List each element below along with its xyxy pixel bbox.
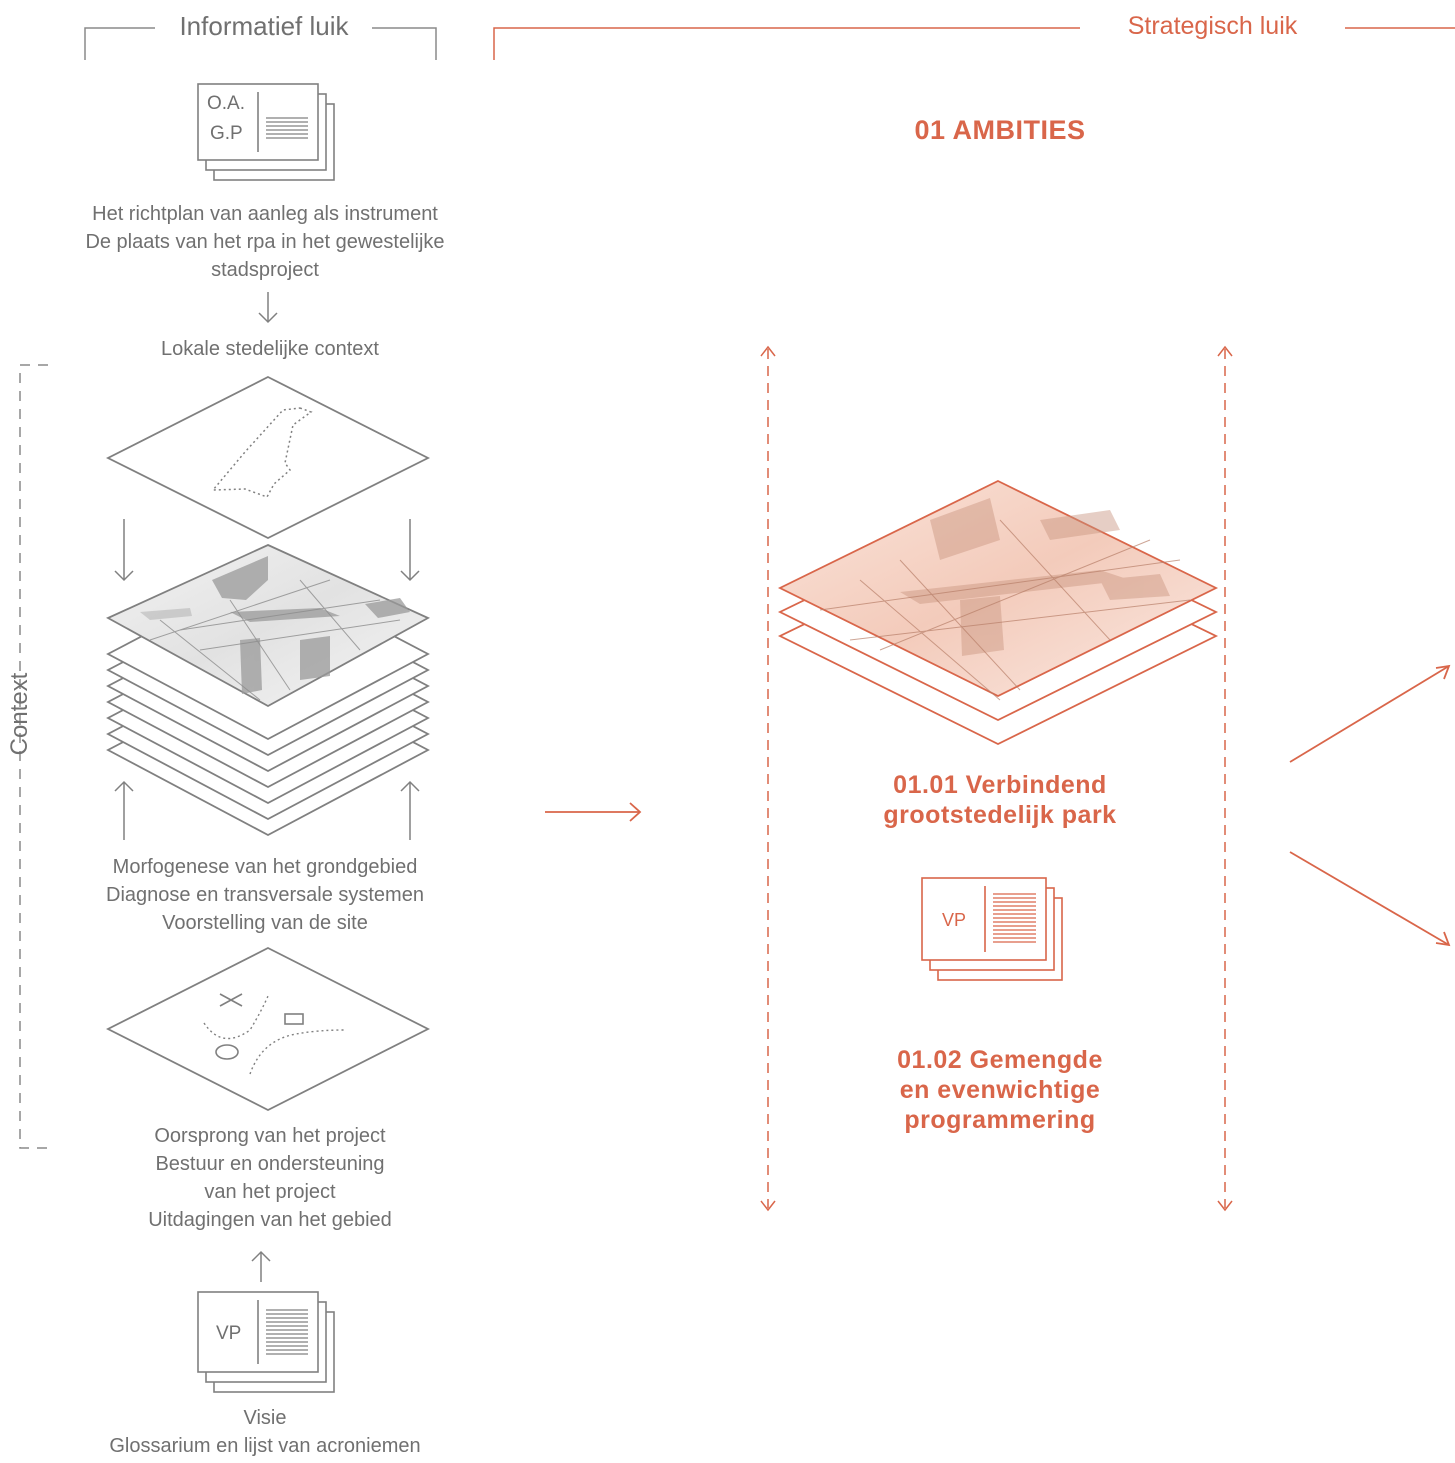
- doc-top-line1: O.A.: [207, 93, 246, 114]
- map-detail-orange: [900, 498, 1170, 656]
- arrow-diagonal-up: [1289, 664, 1451, 763]
- text-line: Diagnose en transversale systemen: [106, 884, 424, 906]
- block-oorsprong: Oorsprong van het project Bestuur en ond…: [60, 1122, 480, 1234]
- text-line: programmering: [904, 1106, 1096, 1134]
- text-line: Morfogenese van het grondgebied: [112, 856, 418, 878]
- block-morfogenese: Morfogenese van het grondgebied Diagnose…: [40, 853, 490, 937]
- document-stack-strategisch: [921, 877, 1063, 981]
- doc-bottom-label: VP: [216, 1323, 242, 1344]
- informatief-header: Informatief luik: [179, 11, 349, 41]
- layer-stack-orange: [777, 479, 1219, 746]
- text-line: De plaats van het rpa in het gewestelijk…: [85, 231, 445, 253]
- map-detail-grey: [140, 556, 410, 694]
- arrow-diagonal-down: [1289, 851, 1451, 947]
- text-line: Glossarium en lijst van acroniemen: [109, 1435, 421, 1457]
- block-instrument: Het richtplan van aanleg als instrument …: [40, 200, 490, 284]
- arrow-down-1: [258, 292, 278, 324]
- context-bracket: [19, 364, 48, 1149]
- layer-stack-grey: [105, 544, 431, 837]
- document-stack-bottom: [197, 1291, 335, 1393]
- arrow-up-bottom: [251, 1250, 271, 1282]
- diamond-sketch-layer: [106, 946, 430, 1112]
- map-roads-grey: [149, 579, 401, 701]
- informatief-header-bracket: [84, 27, 437, 60]
- text-line: 01.02 Gemengde: [897, 1046, 1103, 1074]
- text-line: 01.01 Verbindend: [893, 771, 1107, 799]
- dashed-range-right: [1217, 345, 1233, 1212]
- text-line: en evenwichtige: [899, 1076, 1101, 1104]
- text-line: van het project: [204, 1181, 336, 1203]
- text-line: Bestuur en ondersteuning: [155, 1153, 385, 1175]
- item-gemengde-programmering: 01.02 Gemengde en evenwichtige programme…: [800, 1045, 1200, 1135]
- ambities-title: 01 AMBITIES: [914, 115, 1086, 145]
- doc-strategisch-label: VP: [942, 910, 967, 930]
- arrows-down-side: [114, 519, 420, 582]
- text-line: Uitdagingen van het gebied: [148, 1209, 392, 1231]
- doc-top-line2: G.P: [210, 123, 243, 144]
- text-line: Oorsprong van het project: [154, 1125, 386, 1147]
- dashed-range-left: [760, 345, 776, 1212]
- block-lokale-context: Lokale stedelijke context: [161, 338, 379, 360]
- context-label: Context: [6, 672, 33, 756]
- arrows-up-side: [114, 780, 420, 840]
- text-line: stadsproject: [211, 259, 319, 281]
- diamond-boundary-layer: [105, 375, 431, 540]
- text-line: Het richtplan van aanleg als instrument: [92, 203, 438, 225]
- block-visie: Visie Glossarium en lijst van acroniemen: [40, 1404, 490, 1460]
- text-line: Visie: [243, 1407, 287, 1429]
- arrow-right-center: [545, 802, 642, 822]
- text-line: grootstedelijk park: [883, 801, 1117, 829]
- item-verbindend-park: 01.01 Verbindend grootstedelijk park: [800, 770, 1200, 830]
- document-stack-top: [197, 83, 335, 181]
- strategisch-header-bracket: [493, 27, 1455, 60]
- map-roads-orange: [819, 519, 1191, 701]
- strategisch-header: Strategisch luik: [1127, 12, 1298, 40]
- text-line: Voorstelling van de site: [162, 912, 368, 934]
